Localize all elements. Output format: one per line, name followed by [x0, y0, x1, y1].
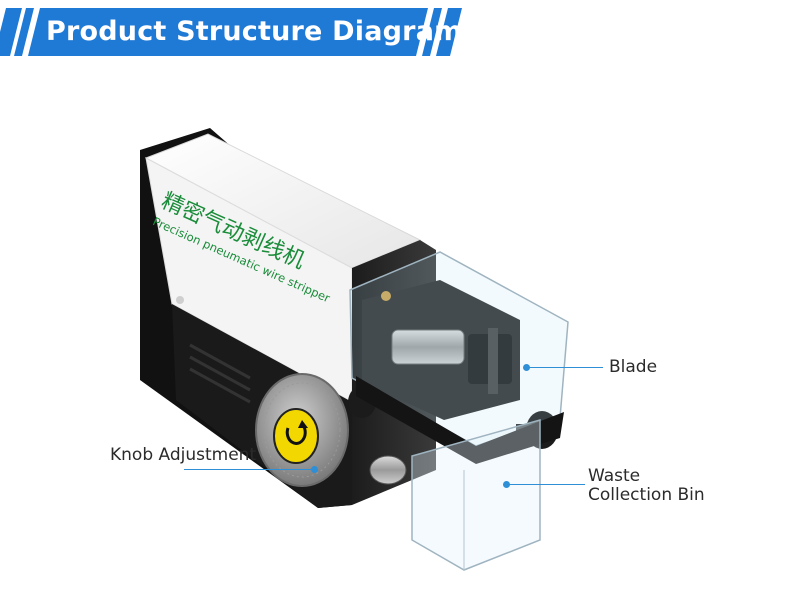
banner-stripe-left-1	[0, 8, 22, 56]
waste-bin	[411, 419, 541, 571]
knob-dial	[255, 373, 349, 487]
mounting-plate	[356, 376, 564, 464]
blade-label: Blade	[609, 357, 658, 377]
banner-stripe-right-1	[422, 8, 442, 56]
waste-bin-body	[411, 419, 541, 571]
knob-scale	[263, 382, 341, 478]
knob-arrowhead-icon	[298, 420, 308, 428]
blade-cylinder	[391, 329, 465, 365]
blade-edge	[488, 328, 498, 394]
page-title: Product Structure Diagram	[46, 16, 463, 47]
banner-stripe-left-2	[14, 8, 34, 56]
waste-bin-label-line1: Waste	[588, 466, 641, 486]
blade-mechanism	[362, 280, 520, 420]
banner-background	[0, 8, 462, 56]
blade-callout-line	[527, 367, 603, 368]
knob-callout-dot	[311, 466, 318, 473]
bin-callout-line	[507, 484, 585, 485]
header-banner: Product Structure Diagram	[0, 0, 470, 64]
blade-callout-dot	[523, 364, 530, 371]
blade-screw	[381, 291, 391, 301]
housing-screw	[176, 296, 184, 304]
knob-arrow-icon	[285, 422, 307, 445]
waste-bin-label-line2: Collection Bin	[588, 485, 705, 505]
knob-callout-line	[184, 469, 314, 470]
banner-main-shape	[28, 8, 428, 56]
banner-stripe-right-2	[436, 8, 462, 56]
housing-vents	[189, 343, 251, 404]
knob-adjustment-label: Knob Adjustment	[110, 445, 257, 465]
side-knob-metal	[369, 455, 407, 485]
bin-callout-dot	[503, 481, 510, 488]
knob-center-cap	[273, 408, 319, 464]
